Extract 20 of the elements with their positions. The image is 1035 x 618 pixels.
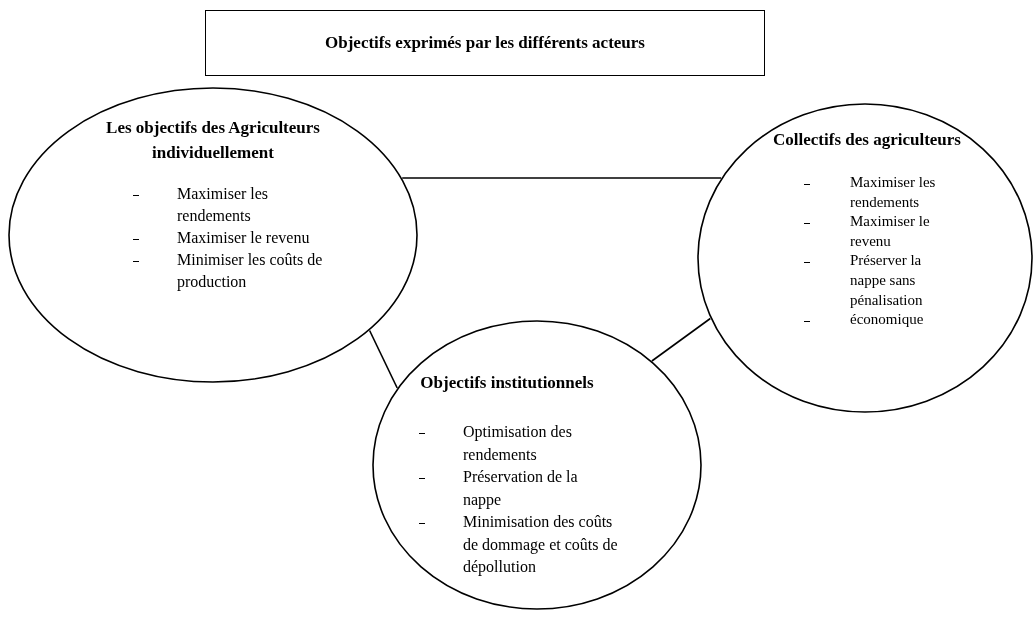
title-text: Objectifs exprimés par les différents acteurs xyxy=(325,33,645,53)
list-item: Minimisation des coûts de dommage et coûts de dépollution xyxy=(463,512,618,578)
connector-line xyxy=(651,317,712,362)
list-item: Préservation de la nappe xyxy=(463,467,579,511)
connector-line xyxy=(368,329,398,389)
ellipse-node xyxy=(372,320,702,610)
list-item: Maximiser le revenu xyxy=(177,228,311,248)
node-heading: Les objectifs des Agriculteurs individuellement xyxy=(105,117,321,164)
list-item: Maximiser le revenu xyxy=(850,212,931,251)
list-item: Minimiser les coûts de production xyxy=(177,250,324,293)
node-heading: Objectifs institutionnels xyxy=(419,372,595,394)
list-item: Optimisation des rendements xyxy=(463,422,573,465)
title-box xyxy=(205,10,765,76)
node-heading: Collectifs des agriculteurs xyxy=(772,129,962,151)
list-item: Maximiser les rendements xyxy=(177,184,270,226)
connector-line xyxy=(401,177,722,179)
ellipse-node xyxy=(8,87,418,383)
list-item: Maximiser les rendements xyxy=(850,173,937,212)
ellipse-node xyxy=(697,103,1033,413)
list-item: économique xyxy=(850,310,925,330)
